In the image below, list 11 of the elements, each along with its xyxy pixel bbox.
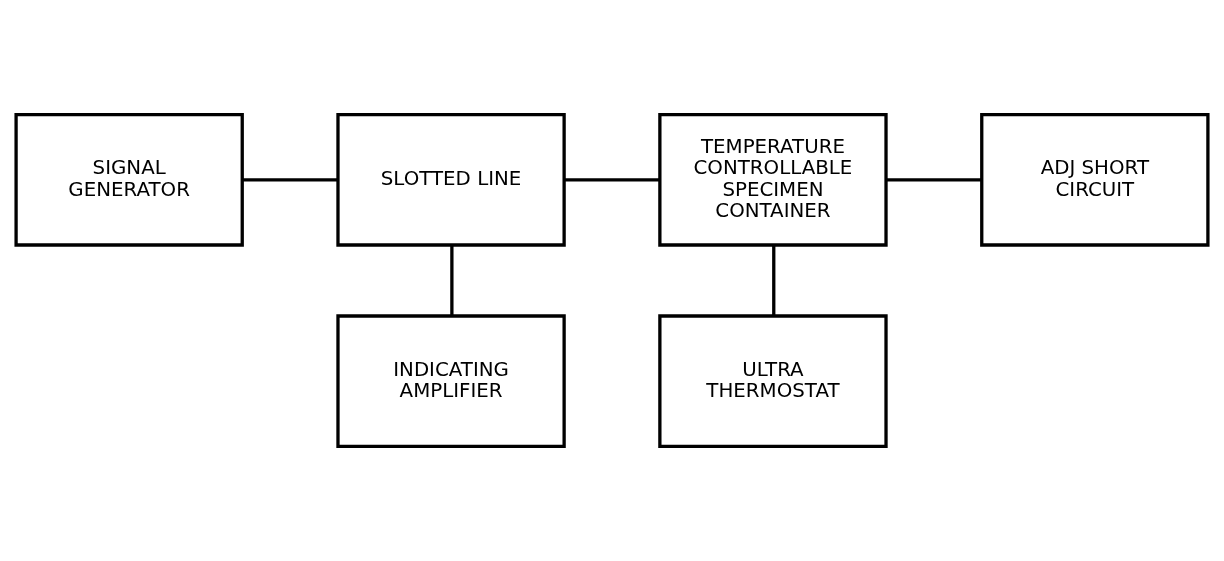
node-box: ADJ SHORT CIRCUIT: [980, 112, 1210, 247]
connector: [886, 178, 982, 182]
node-box: SIGNAL GENERATOR: [14, 112, 244, 247]
node-box: SLOTTED LINE: [336, 112, 566, 247]
connector: [772, 245, 776, 316]
node-box: TEMPERATURE CONTROLLABLE SPECIMEN CONTAINER: [658, 112, 888, 247]
connector: [564, 178, 660, 182]
connector: [450, 245, 454, 316]
connector: [242, 178, 338, 182]
node-box: INDICATING AMPLIFIER: [336, 314, 566, 449]
node-box: ULTRA THERMOSTAT: [658, 314, 888, 449]
